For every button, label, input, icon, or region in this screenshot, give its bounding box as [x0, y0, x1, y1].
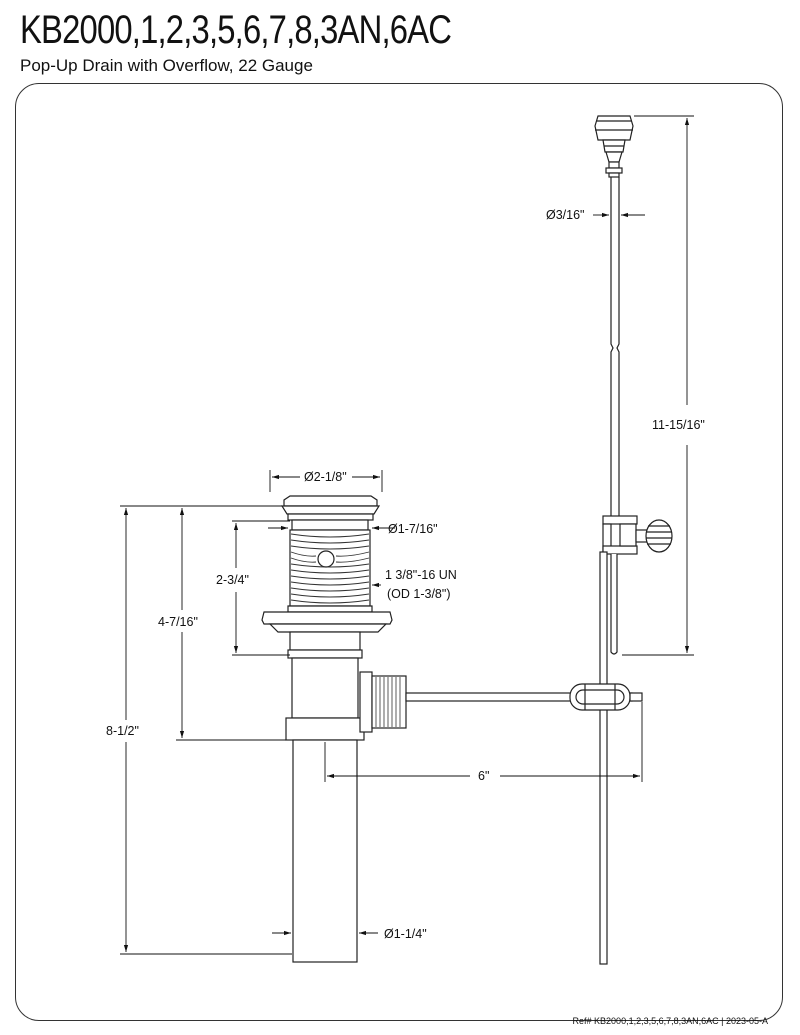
page-title: KB2000,1,2,3,5,6,7,8,3AN,6AC [20, 8, 452, 52]
dim-tailpiece-diameter: Ø1-1/4" [384, 927, 427, 941]
dim-horizontal-reach: 6" [478, 769, 489, 783]
lift-rod [594, 115, 673, 655]
pivot-nut-knurl [375, 677, 401, 727]
reference-number: Ref# KB2000,1,2,3,5,6,7,8,3AN,6AC | 2023… [572, 1016, 768, 1026]
thread-lines [290, 533, 370, 604]
page-subtitle: Pop-Up Drain with Overflow, 22 Gauge [20, 56, 313, 75]
dim-overall-height: 8-1/2" [106, 724, 139, 738]
dim-flange-diameter: Ø2-1/8" [304, 470, 347, 484]
dim-thread-od: (OD 1-3/8") [387, 587, 450, 601]
dim-rod-diameter: Ø3/16" [546, 208, 585, 222]
linkage-strap [599, 551, 608, 965]
dimension-lines [120, 115, 694, 955]
drawing-frame [15, 83, 783, 1021]
drain-body [261, 495, 643, 963]
dim-upper-height: 2-3/4" [216, 573, 249, 587]
dim-rod-length: 11-15/16" [652, 418, 705, 432]
dim-body-diameter: Ø1-7/16" [388, 522, 438, 536]
dim-mid-height: 4-7/16" [158, 615, 198, 629]
dim-thread-size: 1 3/8"-16 UN [385, 568, 457, 582]
